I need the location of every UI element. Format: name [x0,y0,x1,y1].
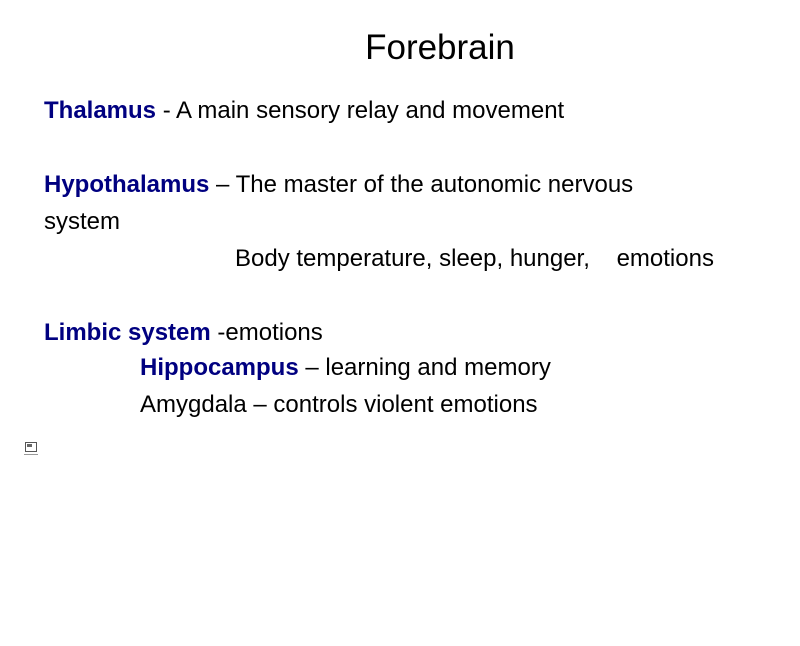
hippocampus-term: Hippocampus [140,354,299,381]
hypothalamus-line: Hypothalamus – The master of the autonom… [44,170,633,200]
limbic-line: Limbic system -emotions [44,318,323,348]
limbic-term: Limbic system [44,319,211,346]
hippocampus-line: Hippocampus – learning and memory [140,353,551,383]
thalamus-description: - A main sensory relay and movement [156,97,565,124]
hypothalamus-continuation: system [44,208,121,235]
thalamus-line: Thalamus - A main sensory relay and move… [44,96,564,126]
thalamus-term: Thalamus [44,97,157,124]
amygdala-line: Amygdala – controls violent emotions [140,391,538,418]
hypothalamus-description: – The master of the autonomic nervous [209,171,634,198]
slide-thumbnail-icon[interactable] [24,442,38,455]
hypothalamus-term: Hypothalamus [44,171,210,198]
slide-title: Forebrain [365,28,515,67]
hippocampus-description: – learning and memory [298,354,551,381]
limbic-description: -emotions [210,319,323,346]
hypothalamus-functions: Body temperature, sleep, hunger, emotion… [235,245,714,272]
